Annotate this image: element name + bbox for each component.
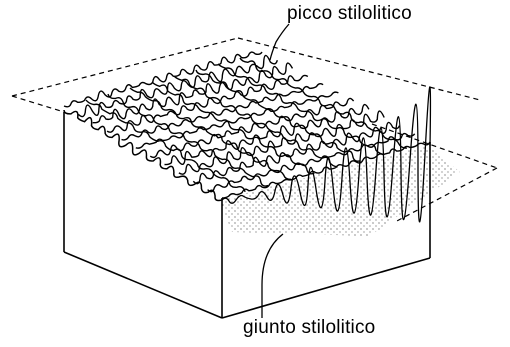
stylolite-peaks-surface	[63, 51, 431, 199]
stylolite-ridges	[63, 51, 431, 199]
peak-leader-line	[269, 23, 290, 61]
plane-right-edge	[371, 123, 498, 169]
stylolite-peak-label: picco stilolitico	[287, 3, 412, 24]
stylolite-joint-label: giunto stilolitico	[243, 317, 376, 338]
block-top-front-edge	[63, 109, 223, 202]
plane-back-edge	[11, 37, 239, 97]
plane-left-edge	[11, 95, 65, 113]
block-bottom-right-edge	[221, 257, 431, 319]
plane-right-back-edge	[237, 37, 481, 101]
joint-plane-dashed-outline	[11, 37, 498, 223]
stylolite-front-trace	[221, 86, 432, 223]
block-bottom-left-edge	[63, 251, 223, 319]
plane-front-edge	[394, 167, 498, 223]
rock-block	[63, 112, 431, 319]
stippled-joint-surface	[220, 145, 460, 236]
joint-leader-line	[261, 233, 284, 318]
